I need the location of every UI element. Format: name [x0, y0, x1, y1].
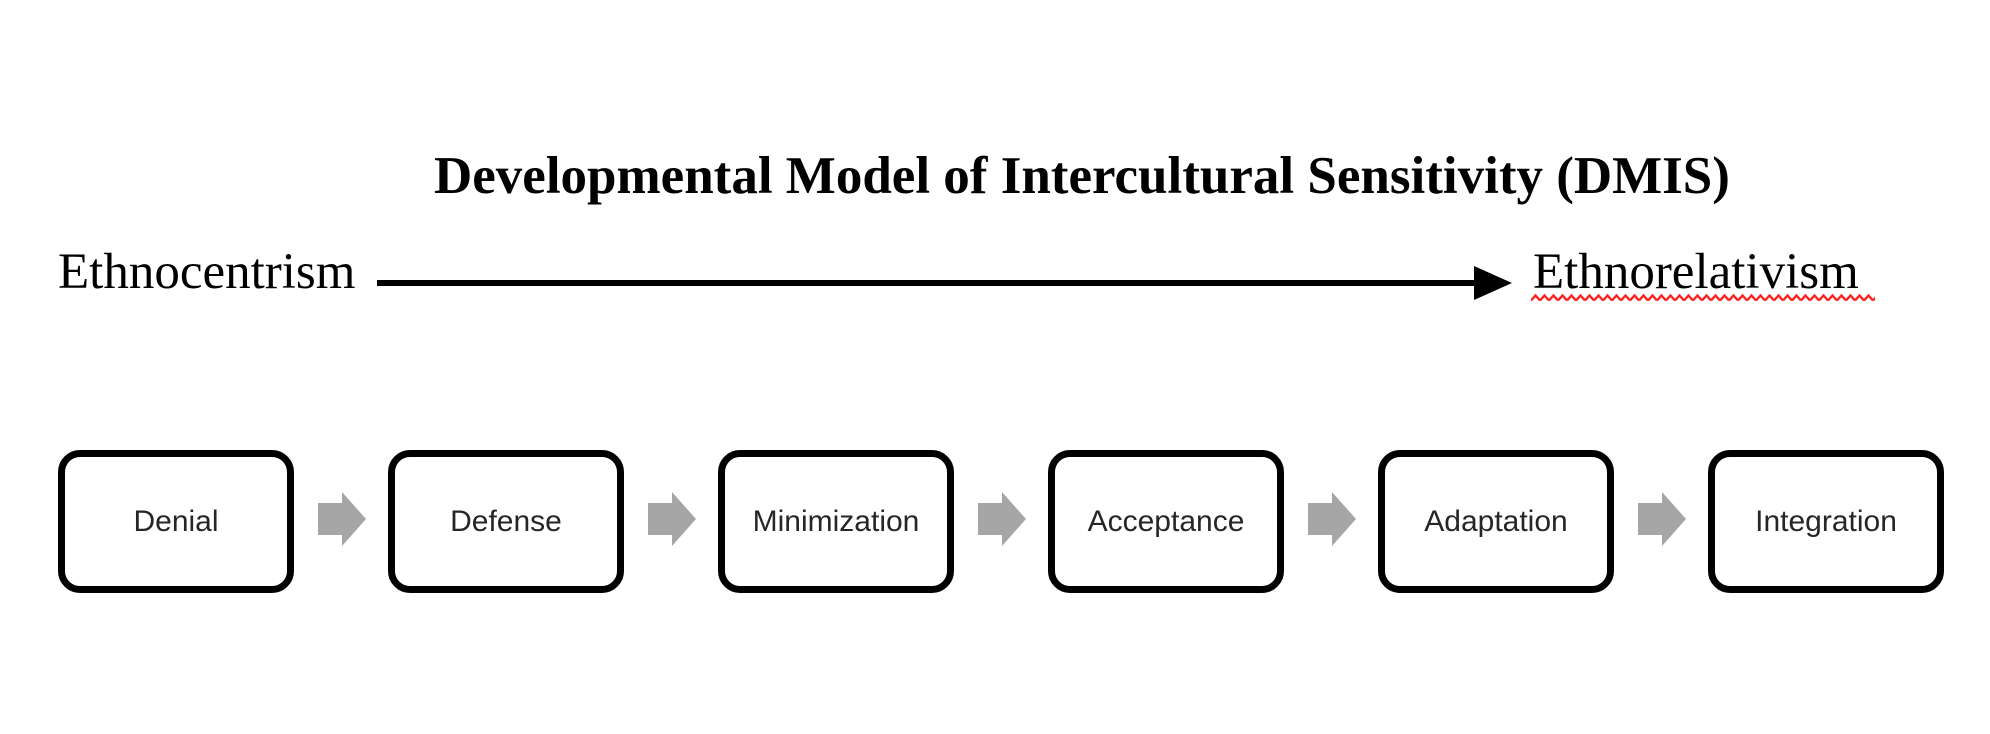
stage-box-integration: Integration — [1708, 450, 1944, 593]
next-stage-arrow-icon — [1638, 492, 1686, 546]
next-stage-arrow-icon — [318, 492, 366, 546]
stage-label-minimization: Minimization — [752, 504, 920, 538]
stage-label-integration: Integration — [1755, 504, 1897, 538]
stage-label-acceptance: Acceptance — [1087, 504, 1245, 538]
stage-label-defense: Defense — [450, 504, 562, 538]
stage-box-denial: Denial — [58, 450, 294, 593]
next-stage-arrow-icon — [648, 492, 696, 546]
stage-box-defense: Defense — [388, 450, 624, 593]
continuum-left-label: Ethnocentrism — [58, 244, 356, 300]
diagram-title: Developmental Model of Intercultural Sen… — [434, 147, 1730, 205]
spellcheck-underline-wave — [1531, 292, 1875, 304]
continuum-right-label: Ethnorelativism — [1533, 244, 1859, 300]
stage-box-minimization: Minimization — [718, 450, 954, 593]
stage-label-adaptation: Adaptation — [1424, 504, 1568, 538]
spellcheck-underline-icon — [1531, 292, 1875, 304]
stage-label-denial: Denial — [133, 504, 219, 538]
continuum-arrowhead — [1474, 266, 1512, 300]
next-stage-arrow-icon — [1308, 492, 1356, 546]
stage-box-adaptation: Adaptation — [1378, 450, 1614, 593]
next-stage-arrow-icon — [978, 492, 1026, 546]
stage-box-acceptance: Acceptance — [1048, 450, 1284, 593]
continuum-arrow-icon — [377, 266, 1512, 300]
